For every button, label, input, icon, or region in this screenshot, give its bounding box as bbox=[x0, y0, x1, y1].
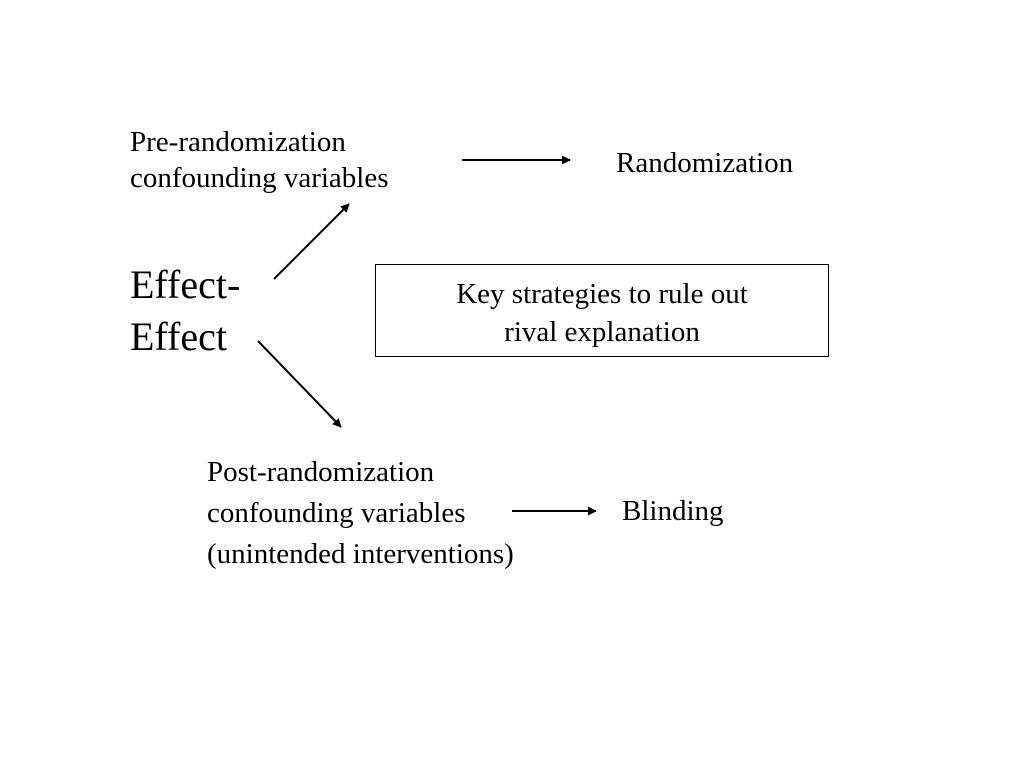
key-strategies-line-1: Key strategies to rule out bbox=[456, 278, 748, 310]
randomization-label: Randomization bbox=[616, 147, 794, 179]
key-strategies-line-2: rival explanation bbox=[504, 316, 700, 348]
arrow-effect-to-post bbox=[257, 340, 342, 428]
post-randomization-line-1: Post-randomization bbox=[207, 456, 435, 488]
effect-label: Effect- Effect bbox=[130, 259, 240, 363]
post-randomization-confounders-label: Post-randomization confounding variables… bbox=[207, 452, 514, 575]
pre-randomization-line-2: confounding variables bbox=[130, 162, 389, 194]
pre-randomization-confounders-label: Pre-randomization confounding variables bbox=[130, 124, 389, 196]
pre-randomization-line-1: Pre-randomization bbox=[130, 126, 346, 158]
blinding-label: Blinding bbox=[622, 495, 724, 527]
key-strategies-text: Key strategies to rule out rival explana… bbox=[376, 275, 828, 351]
effect-line-2: Effect bbox=[130, 314, 227, 359]
arrow-effect-to-pre bbox=[273, 203, 350, 280]
post-randomization-line-2: confounding variables bbox=[207, 497, 466, 529]
effect-line-1: Effect- bbox=[130, 262, 241, 307]
post-randomization-line-3: (unintended interventions) bbox=[207, 538, 514, 570]
key-strategies-box: Key strategies to rule out rival explana… bbox=[375, 264, 829, 357]
